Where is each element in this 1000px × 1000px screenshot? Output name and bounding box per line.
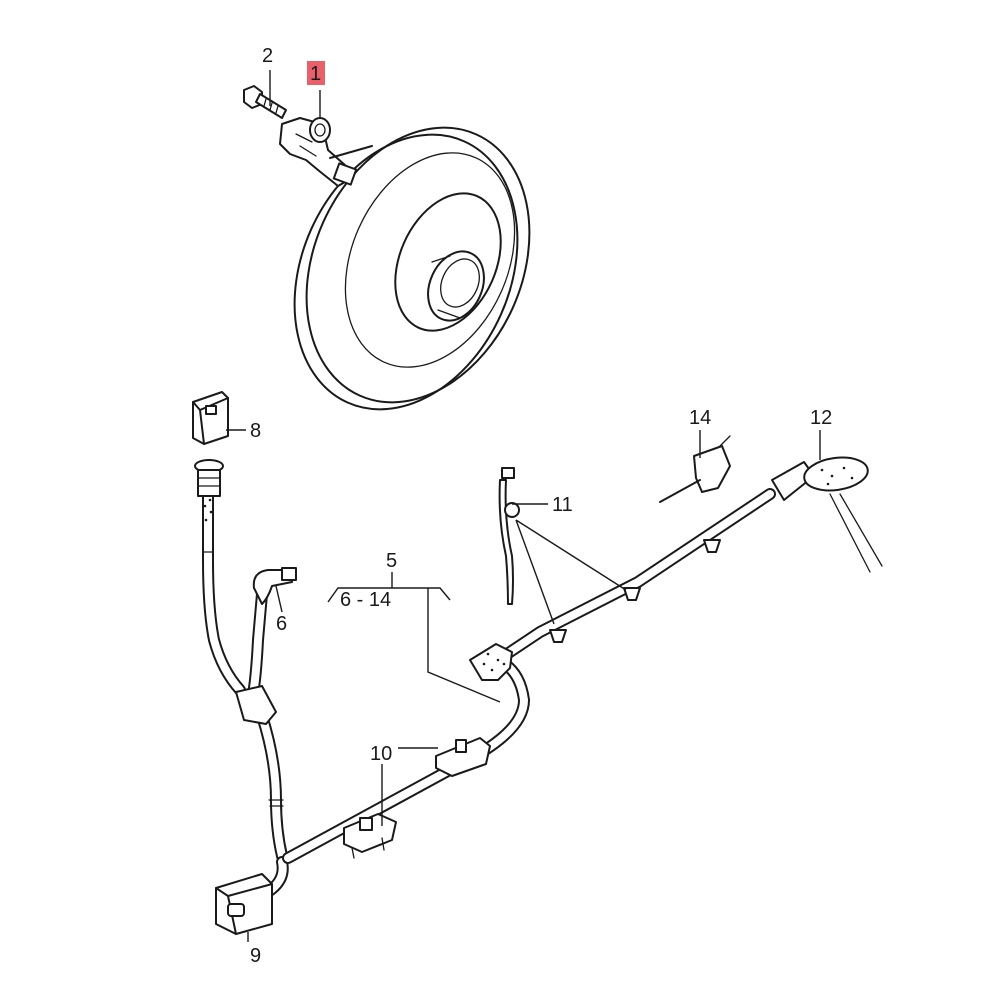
callout-8[interactable]: 8	[250, 420, 261, 442]
leader-lines	[226, 70, 821, 942]
protective-sleeve	[469, 643, 513, 681]
callout-10[interactable]: 10	[370, 743, 392, 765]
highlight-box-1	[307, 61, 325, 85]
bracket-14[interactable]	[659, 435, 731, 503]
cable-grommet-top	[194, 459, 224, 497]
elbow-connector-6[interactable]	[252, 567, 297, 605]
bracket-10-upper[interactable]	[435, 737, 491, 777]
callout-9[interactable]: 9	[250, 945, 261, 967]
cable-tie-11[interactable]	[498, 467, 520, 605]
abs-speed-sensor[interactable]	[279, 117, 373, 187]
callout-5-range: 6 - 14	[340, 589, 391, 611]
callout-11[interactable]: 11	[552, 494, 573, 516]
connector-plug-9[interactable]	[215, 873, 273, 935]
grommet-12[interactable]	[771, 454, 883, 573]
brake-disc	[293, 126, 531, 411]
main-wiring-harness	[282, 488, 776, 864]
callout-1[interactable]: 1	[310, 63, 321, 85]
callout-2[interactable]: 2	[262, 45, 273, 67]
sensor-cable-left	[202, 478, 289, 898]
hex-bolt[interactable]	[243, 85, 287, 119]
callout-6[interactable]: 6	[276, 613, 287, 635]
harness-nubs	[549, 539, 721, 643]
bracket-10-lower[interactable]	[343, 813, 397, 859]
callout-12[interactable]: 12	[810, 407, 832, 429]
callout-5[interactable]: 5	[386, 550, 397, 572]
callout-14[interactable]: 14	[689, 407, 711, 429]
connector-plug-8[interactable]	[192, 391, 229, 445]
cable-junction-clip	[235, 685, 277, 725]
